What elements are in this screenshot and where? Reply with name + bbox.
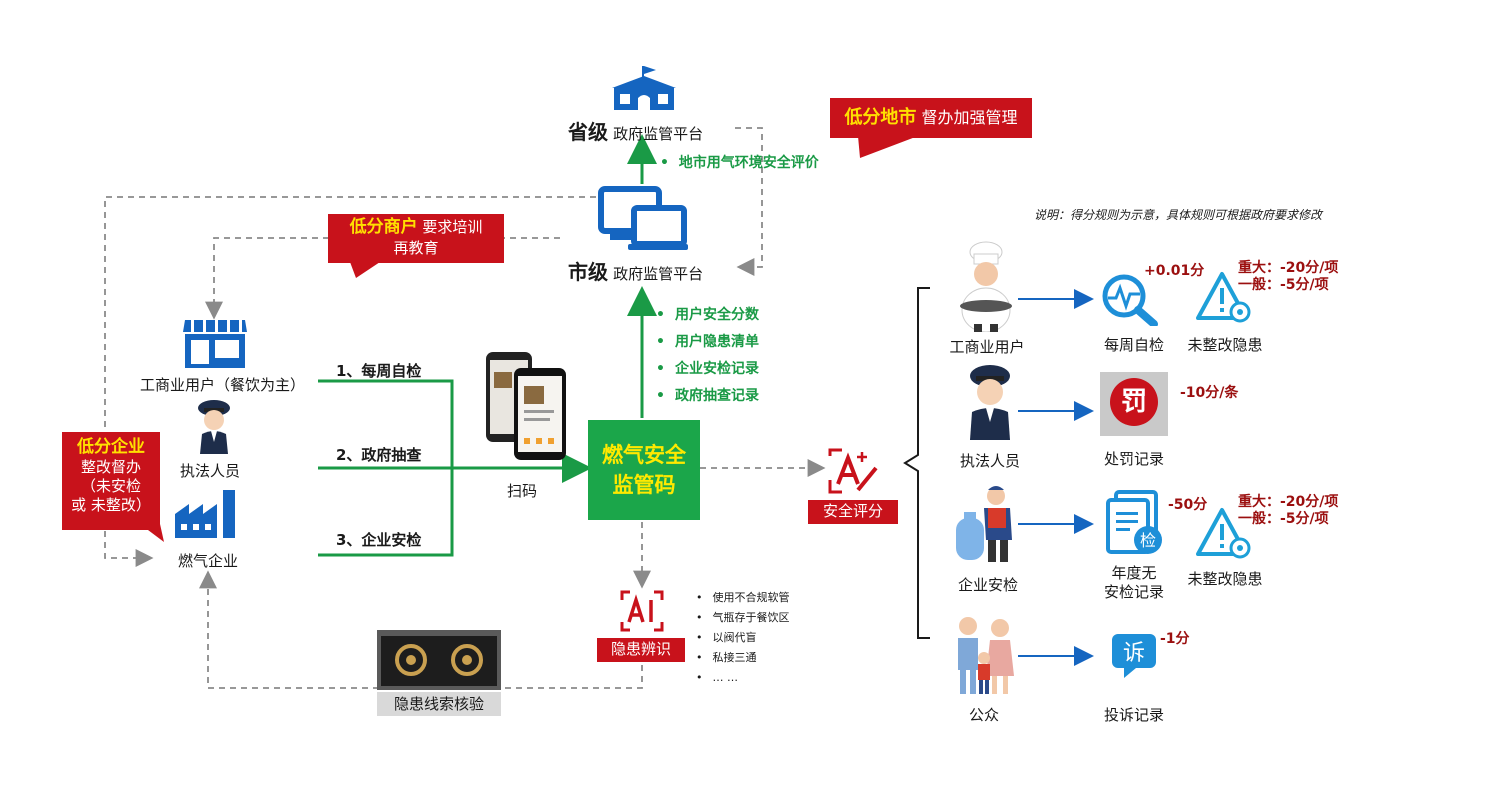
row1-item: 每周自检 (1103, 336, 1164, 354)
row3-item: 年度无安检记录 (1103, 564, 1164, 601)
entity-officer-label: 执法人员 (179, 462, 240, 480)
chef-icon (960, 241, 1012, 332)
row1-item2: 未整改隐患 (1187, 336, 1263, 354)
row3-score: -50分 (1168, 497, 1208, 513)
safety-score-label: 安全评分 (808, 500, 898, 524)
entity-enterprise-label: 燃气企业 (177, 552, 238, 570)
callout-tail (858, 136, 918, 158)
mobile-phones-image (486, 352, 566, 460)
hazard-item: 私接三通 (696, 648, 790, 668)
callout-low-city: 低分地市 督办加强管理 (830, 98, 1032, 138)
family-public-icon (958, 617, 1014, 694)
row3-item2: 未整改隐患 (1187, 570, 1263, 588)
a-plus-grade-icon (828, 448, 878, 494)
gas-cylinder-worker-icon (956, 486, 1012, 562)
complaint-badge: 诉 (1123, 641, 1145, 666)
inspection-document-icon: 检 (1106, 490, 1162, 554)
hazard-warning-icon (1196, 508, 1251, 559)
to-city-bullets: 用户安全分数 用户隐患清单 企业安检记录 政府抽查记录 (656, 302, 759, 410)
callout-low-merchant: 低分商户 要求培训 再教育 (328, 214, 504, 263)
ai-hazard-list: 使用不合规软管 气瓶存于餐饮区 以阀代盲 私接三通 … … (696, 588, 790, 688)
row1-penalty: 重大：-20分/项一般：-5分/项 (1238, 260, 1339, 293)
ai-recognition-icon (620, 590, 664, 632)
verify-clue-label: 隐患线索核验 (377, 692, 501, 716)
complaint-icon: 诉 (1112, 634, 1156, 678)
note-text: 说明：得分规则为示意，具体规则可根据政府要求修改 (1034, 208, 1323, 222)
row2-score: -10分/条 (1180, 385, 1239, 401)
row3-actor: 企业安检 (957, 576, 1018, 594)
callout-low-enterprise: 低分企业 整改督办 （未安检 或 未整改） (62, 432, 160, 530)
hazard-item: 使用不合规软管 (696, 588, 790, 608)
government-building-icon (612, 66, 676, 110)
row3-penalty: 重大：-20分/项一般：-5分/项 (1238, 494, 1339, 527)
penalty-badge: 罚 (1110, 378, 1158, 426)
row4-score: -1分 (1160, 631, 1190, 647)
penalty-image: 罚 (1100, 372, 1168, 436)
province-platform-label: 省级 政府监管平台 (568, 120, 704, 144)
hazard-warning-icon (1196, 272, 1251, 323)
bullet-item: 企业安检记录 (656, 356, 759, 383)
channel-enterprise-check: 3、企业安检 (336, 531, 422, 549)
callout-tail (350, 262, 380, 278)
inspection-badge: 检 (1140, 531, 1156, 550)
hazard-recognition-label: 隐患辨识 (597, 638, 685, 662)
gas-safety-code: 燃气安全 监管码 (588, 420, 700, 520)
hazard-item: … … (696, 668, 790, 688)
callout-tail (140, 524, 164, 542)
row2-actor: 执法人员 (959, 452, 1020, 470)
row1-actor: 工商业用户 (949, 338, 1025, 356)
scan-label: 扫码 (506, 482, 537, 500)
bullet-item: 用户隐患清单 (656, 329, 759, 356)
gas-stove-image (377, 630, 501, 690)
entity-user-label: 工商业用户（餐饮为主） (140, 376, 306, 394)
channel-gov-inspection: 2、政府抽查 (336, 446, 422, 464)
channel-weekly-check: 1、每周自检 (336, 362, 422, 380)
bullet-item: 政府抽查记录 (656, 383, 759, 410)
self-check-search-icon (1102, 274, 1158, 326)
computer-devices-icon (598, 186, 688, 250)
row2-item: 处罚记录 (1103, 450, 1164, 468)
bullet-item: 用户安全分数 (656, 302, 759, 329)
factory-icon (175, 490, 235, 538)
store-icon (183, 320, 247, 368)
to-province-bullet: • 地市用气环境安全评价 (660, 155, 819, 171)
hazard-item: 以阀代盲 (696, 628, 790, 648)
row4-item: 投诉记录 (1103, 706, 1164, 724)
city-platform-label: 市级 政府监管平台 (568, 260, 704, 284)
officer-icon (198, 400, 230, 454)
row1-score: +0.01分 (1144, 263, 1205, 279)
officer-icon (970, 365, 1010, 440)
row4-actor: 公众 (968, 706, 999, 724)
hazard-item: 气瓶存于餐饮区 (696, 608, 790, 628)
